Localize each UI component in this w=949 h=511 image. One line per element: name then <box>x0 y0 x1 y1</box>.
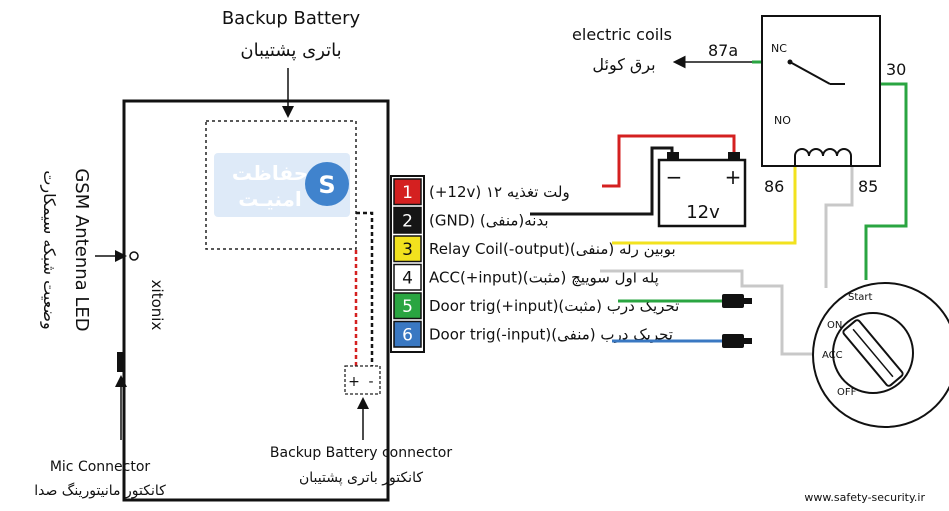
ignition-acc: ACC <box>822 350 843 361</box>
battery-voltage: 12v <box>686 202 720 223</box>
wire-red <box>602 134 736 188</box>
ignition-off: OFF <box>837 387 857 398</box>
ignition-switch: Start ON ACC OFF <box>812 282 949 428</box>
backup-battery-title-fa: باتری پشتیبان <box>240 40 341 61</box>
car-battery: − + 12v <box>657 152 747 228</box>
relay-30: 30 <box>886 60 906 79</box>
logo-line1: حفاظت <box>232 161 308 185</box>
pin-3-cell <box>393 235 422 263</box>
pin-2-number: 2 <box>402 212 413 232</box>
wire-gray <box>600 269 820 356</box>
ignition-on: ON <box>827 320 842 331</box>
backup-wire-black <box>356 211 374 368</box>
pin-4-cell <box>393 263 422 291</box>
relay-nc: NC <box>771 42 787 55</box>
relay-85: 85 <box>858 177 878 196</box>
pin-5-number: 5 <box>402 297 413 317</box>
pin-1-label: (+12v) ۱۲ ولت تغذیه <box>429 183 570 201</box>
pin-4-number: 4 <box>402 269 413 289</box>
mic-connector <box>117 352 125 372</box>
pin-5-label: Door trig(+input)(مثبت) تحریک درب <box>429 297 679 315</box>
relay: NC NO <box>761 15 881 167</box>
backup-battery-title-en: Backup Battery <box>222 8 361 29</box>
battery-minus: − <box>666 165 683 189</box>
door-plug-negative <box>722 334 752 348</box>
pin-5-cell <box>393 292 422 320</box>
electric-coils-en: electric coils <box>572 25 672 44</box>
pin-6-label: Door trig(-input)(منفی) تحریک درب <box>429 326 673 344</box>
backup-battery-area <box>205 120 357 250</box>
relay-87a: 87a <box>708 41 738 60</box>
wire-black <box>530 146 674 216</box>
logo: S حفاظت امنیـت <box>214 153 350 217</box>
pin-2-label: (GND) بدنه(منفی) <box>429 212 549 230</box>
pin-1-number: 1 <box>402 183 413 203</box>
pin-2-cell <box>393 206 422 234</box>
website: www.safety-security.ir <box>804 491 925 504</box>
bb-connector-label-en: Backup Battery connector <box>270 445 452 461</box>
relay-no: NO <box>774 114 791 127</box>
pin-4-label: ACC(+input)(مثبت) پله اول سوییچ <box>429 269 659 288</box>
bb-connector-label-fa: کانکتور باتری پشتیبان <box>299 470 423 486</box>
pin-3-number: 3 <box>402 240 413 260</box>
connector-plus: + <box>348 374 360 390</box>
backup-battery-connector <box>344 365 381 395</box>
wire-green-30 <box>845 82 908 280</box>
gsm-led <box>129 251 139 261</box>
door-plug-positive <box>722 294 752 308</box>
relay-86: 86 <box>764 177 784 196</box>
ignition-start: Start <box>848 292 873 303</box>
electric-coils-fa: برق کوئل <box>592 55 655 75</box>
pin-1-cell <box>393 178 422 206</box>
pin-6-number: 6 <box>402 326 413 346</box>
svg-text:S: S <box>318 171 335 199</box>
gsm-label-en: GSM Antenna LED <box>71 168 92 331</box>
mic-label-fa: کانکتور مانیتورینگ صدا <box>34 482 166 499</box>
wire-gray-85 <box>824 162 854 288</box>
mic-label-en: Mic Connector <box>50 459 151 475</box>
wire-yellow <box>612 162 797 245</box>
battery-plus: + <box>725 165 742 189</box>
device-name: xitonix <box>148 280 166 331</box>
connector-minus: - <box>368 374 373 390</box>
pin-6-cell <box>393 320 422 348</box>
logo-line2: امنیـت <box>238 187 302 211</box>
shield-icon <box>305 162 349 206</box>
relay-coil <box>794 148 852 157</box>
gsm-label-fa: وضعیت شبکه سیمکارت <box>39 170 59 329</box>
